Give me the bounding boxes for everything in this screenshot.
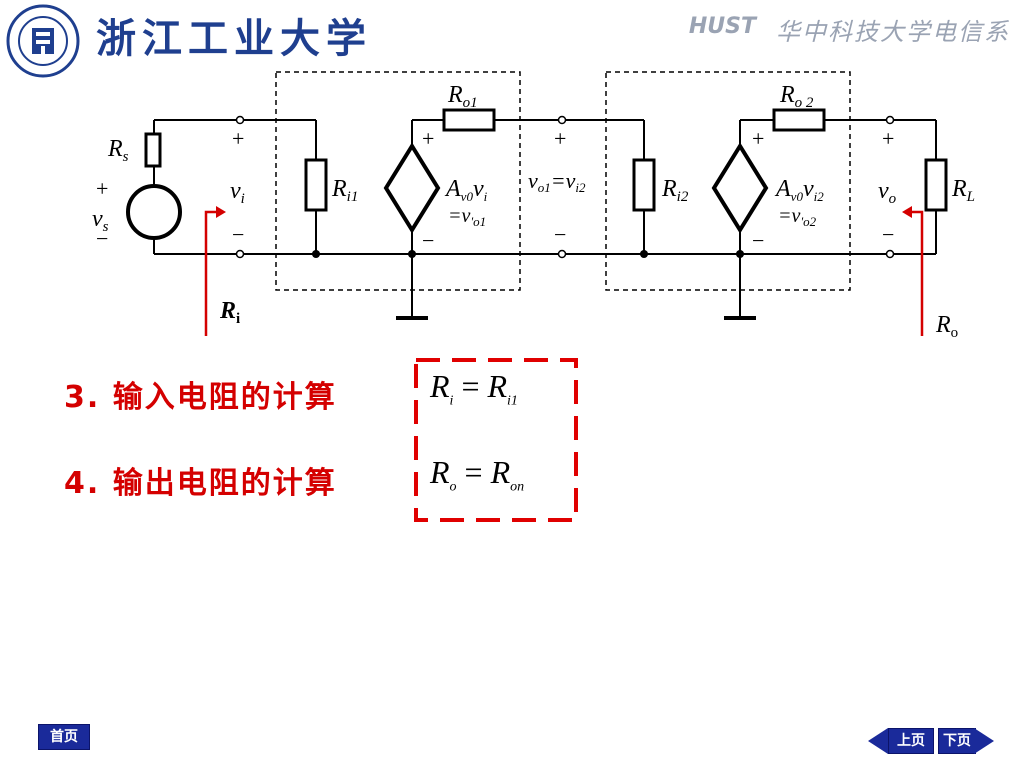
vs-minus: − — [96, 226, 108, 251]
ro2-label: Ro 2 — [779, 82, 814, 111]
formula-highlight-box — [414, 358, 578, 522]
ro1-label: Ro1 — [447, 82, 478, 111]
av2-label: Av0vi2 — [774, 176, 824, 204]
rs-label: Rs — [107, 136, 129, 165]
vo1-minus: − — [554, 222, 566, 247]
university-title: 浙江工业大学 — [96, 15, 372, 62]
output-resistance-formula: Ro = Ron — [430, 454, 525, 495]
vo1-plus: + — [554, 126, 566, 151]
ri2-label: Ri2 — [661, 176, 689, 205]
department-title: 华中科技大学电信系 — [776, 18, 1010, 46]
next-arrow-icon[interactable] — [974, 728, 994, 754]
ri-arrow-label: Ri — [219, 298, 240, 327]
vs-plus: + — [96, 176, 108, 201]
vi-minus: − — [232, 222, 244, 247]
ro-arrow-label: Ro — [935, 312, 958, 341]
vs-label: vs — [92, 206, 109, 235]
output-resistance-heading: 4. 输出电阻的计算 — [64, 466, 337, 501]
src2-minus: − — [752, 228, 764, 253]
eq2-label: =v'o2 — [778, 205, 817, 229]
eq1-label: =v'o1 — [448, 205, 486, 229]
vo-minus: − — [882, 222, 894, 247]
prev-arrow-icon[interactable] — [868, 728, 888, 754]
university-seal-logo — [6, 4, 80, 78]
vo1-label: vo1=vi2 — [528, 168, 586, 195]
ri1-label: Ri1 — [331, 176, 358, 205]
src1-minus: − — [422, 228, 434, 253]
vi-plus: + — [232, 126, 244, 151]
prev-page-button[interactable]: 上页 — [888, 728, 934, 754]
src1-plus: + — [422, 126, 434, 151]
input-resistance-heading: 3. 输入电阻的计算 — [64, 380, 337, 415]
vo-plus: + — [882, 126, 894, 151]
next-page-button[interactable]: 下页 — [938, 728, 976, 754]
amplifier-circuit-diagram: Rs vs vi Ri1 Ro1 Av0vi =v'o1 vo1=vi2 Ri2… — [92, 71, 975, 341]
av1-label: Av0vi — [444, 176, 488, 204]
rl-label: RL — [951, 176, 975, 205]
input-resistance-formula: Ri = Ri1 — [430, 368, 518, 409]
vo-label: vo — [878, 178, 897, 207]
src2-plus: + — [752, 126, 764, 151]
vi-label: vi — [230, 178, 245, 207]
department-mark: HUST — [688, 14, 756, 39]
home-button[interactable]: 首页 — [38, 724, 90, 750]
